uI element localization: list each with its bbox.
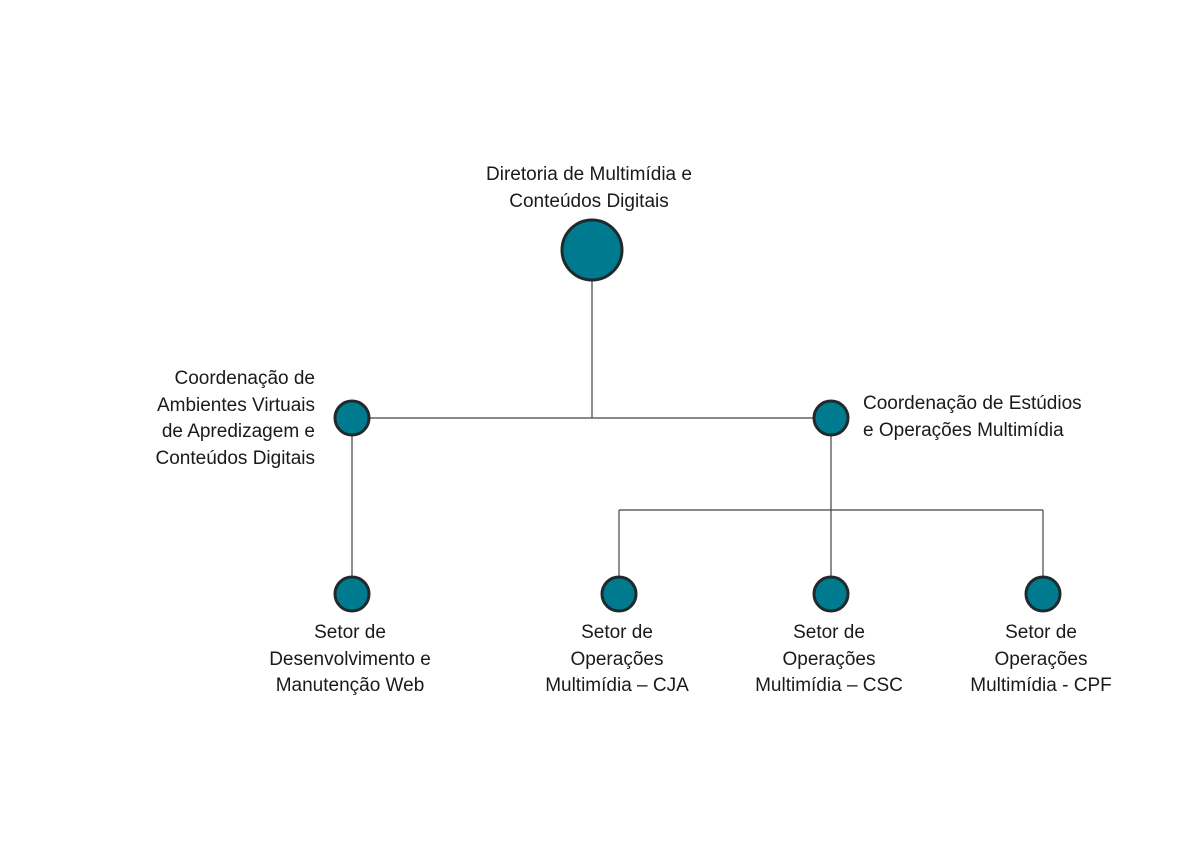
label-line: Operações	[994, 648, 1088, 670]
node-setor-cpf[interactable]	[1024, 575, 1062, 613]
node-setor-cja[interactable]	[600, 575, 638, 613]
node-coord-left[interactable]	[333, 399, 371, 437]
label-setor-csc: Setor de Operações Multimídia – CSC	[755, 620, 903, 700]
label-setor-web: Setor de Desenvolvimento e Manutenção We…	[269, 620, 431, 700]
label-line: Setor de	[793, 622, 865, 643]
label-setor-cja: Setor de Operações Multimídia – CJA	[545, 620, 689, 700]
label-line: Ambientes Virtuais	[156, 394, 315, 416]
label-setor-cpf: Setor de Operações Multimídia - CPF	[970, 620, 1111, 700]
label-line: Operações	[570, 648, 664, 670]
label-line: Conteúdos Digitais	[509, 190, 669, 212]
node-setor-csc[interactable]	[812, 575, 850, 613]
node-setor-web[interactable]	[333, 575, 371, 613]
node-root[interactable]	[560, 218, 624, 282]
label-coord-right: Coordenação de Estúdios e Operações Mult…	[863, 391, 1082, 444]
label-line: Multimídia – CJA	[545, 675, 689, 696]
label-line: Diretoria de Multimídia e	[486, 164, 692, 185]
label-line: e Operações Multimídia	[863, 419, 1064, 441]
label-line: Multimídia – CSC	[755, 675, 903, 696]
label-line: Desenvolvimento e	[269, 648, 431, 670]
label-line: de Apredizagem e	[161, 421, 315, 442]
label-line: Setor de	[1005, 622, 1077, 643]
node-coord-right[interactable]	[812, 399, 850, 437]
label-line: Setor de	[581, 622, 653, 643]
label-line: Conteúdos Digitais	[155, 447, 315, 469]
label-line: Coordenação de	[174, 368, 316, 389]
label-line: Manutenção Web	[275, 675, 425, 696]
label-coord-left: Coordenação de Ambientes Virtuais de Apr…	[156, 366, 315, 472]
label-line: Coordenação de Estúdios	[863, 393, 1082, 414]
label-root: Diretoria de Multimídia e Conteúdos Digi…	[486, 162, 692, 215]
label-line: Operações	[782, 648, 876, 670]
label-line: Multimídia - CPF	[970, 675, 1112, 696]
label-line: Setor de	[314, 622, 386, 643]
